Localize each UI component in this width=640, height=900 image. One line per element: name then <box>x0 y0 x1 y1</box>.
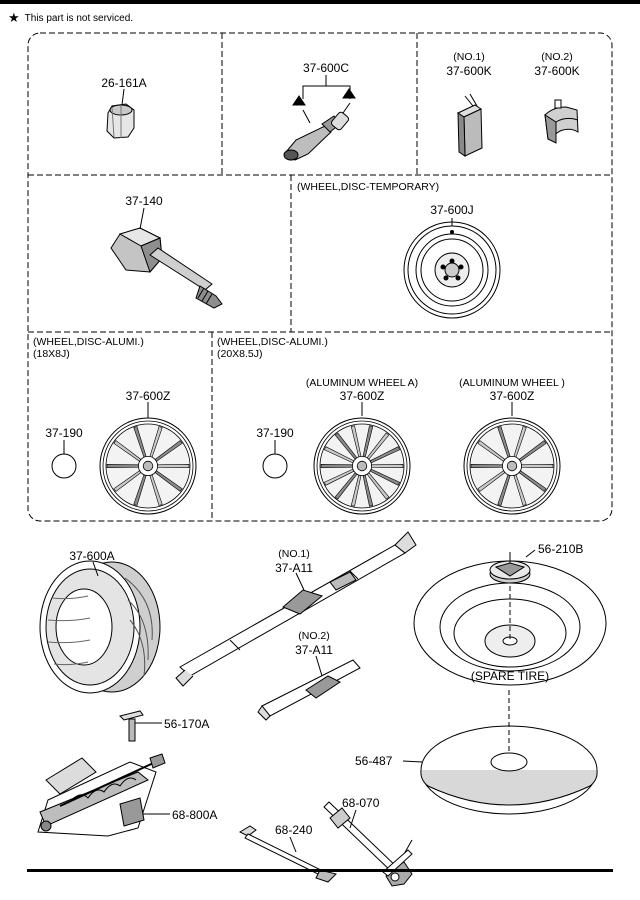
alloy-wheel-part <box>463 417 561 515</box>
group-frame <box>27 32 613 522</box>
alloy-wheel-18-part <box>99 417 197 515</box>
label-37-600Z-a: 37-600Z <box>339 389 385 403</box>
caption-20x85j: (20X8.5J) <box>217 348 263 360</box>
label-37-600Z-b: 37-600Z <box>489 389 535 403</box>
leader-68-070 <box>349 809 357 829</box>
center-cap-18-part <box>51 453 77 479</box>
balance-weight-no1 <box>456 93 483 157</box>
leader-37-140 <box>139 207 145 230</box>
label-37-600C: 37-600C <box>302 61 350 75</box>
label-37-A11-no1: 37-A11 <box>275 561 313 575</box>
tie-down-strap-no2 <box>257 659 361 721</box>
caption-no1: (NO.1) <box>453 51 485 63</box>
label-37-140: 37-140 <box>125 194 163 208</box>
leader-56-487 <box>402 760 423 763</box>
spare-tire-bolt-part <box>489 552 531 584</box>
label-spare-tire: (SPARE TIRE) <box>470 669 550 683</box>
star-icon: ★ <box>8 10 20 25</box>
leader-56-210B <box>525 549 536 558</box>
caption-18x8j: (18X8J) <box>33 348 70 360</box>
tire-part <box>39 560 161 694</box>
tie-down-strap-no1 <box>175 531 417 687</box>
label-37-600A: 37-600A <box>69 549 115 563</box>
label-37-600K-no2: 37-600K <box>534 64 580 78</box>
caption-aluminum-wheel-a: (ALUMINUM WHEEL A) <box>305 377 419 389</box>
label-26-161A: 26-161A <box>101 76 147 90</box>
label-37-600Z-18: 37-600Z <box>125 389 171 403</box>
label-37-190-a: 37-190 <box>45 426 83 440</box>
leader-68-240 <box>289 836 297 853</box>
caption-alumi-20: (WHEEL,DISC-ALUMI.) <box>217 336 328 348</box>
label-37-600J: 37-600J <box>430 203 474 217</box>
label-56-210B: 56-210B <box>538 542 584 556</box>
caption-temporary-wheel: (WHEEL,DISC-TEMPORARY) <box>297 181 440 193</box>
jack-part <box>37 753 166 837</box>
not-serviced-note: ★ This part is not serviced. <box>8 10 133 26</box>
jack-handle-part <box>238 825 337 883</box>
note-text: This part is not serviced. <box>24 13 134 24</box>
spare-tire-cover-part <box>420 690 598 815</box>
top-rule <box>0 0 640 4</box>
tpms-sensor-part <box>110 227 223 309</box>
spare-tire-part <box>413 560 607 686</box>
center-cap-20-part <box>262 453 288 479</box>
alloy-wheel-a-part <box>313 417 411 515</box>
bottom-rule <box>27 869 613 872</box>
balance-weight-no2 <box>544 99 579 144</box>
leader-37-A11-no1 <box>295 572 305 591</box>
jack-bolt-part <box>119 710 144 742</box>
label-68-800A: 68-800A <box>172 808 218 822</box>
valve-stem-part <box>283 75 356 161</box>
caption-strap-no1: (NO.1) <box>278 548 310 560</box>
leader-26-161A <box>121 88 125 106</box>
label-68-070: 68-070 <box>342 796 380 810</box>
caption-no2: (NO.2) <box>541 51 573 63</box>
wheel-wrench-part <box>323 801 413 887</box>
label-68-240: 68-240 <box>275 823 313 837</box>
temporary-wheel-part <box>403 221 501 319</box>
label-37-600K-no1: 37-600K <box>446 64 492 78</box>
caption-alumi-18: (WHEEL,DISC-ALUMI.) <box>33 336 144 348</box>
label-37-A11-no2: 37-A11 <box>295 643 333 657</box>
caption-strap-no2: (NO.2) <box>298 630 330 642</box>
label-56-487: 56-487 <box>355 754 393 768</box>
label-56-170A: 56-170A <box>164 717 210 731</box>
lug-nut-part <box>106 103 135 139</box>
caption-aluminum-wheel: (ALUMINUM WHEEL ) <box>459 377 565 389</box>
leader-37-A11-no2 <box>315 655 323 677</box>
leader-37-600A <box>92 561 99 577</box>
label-37-190-b: 37-190 <box>256 426 294 440</box>
